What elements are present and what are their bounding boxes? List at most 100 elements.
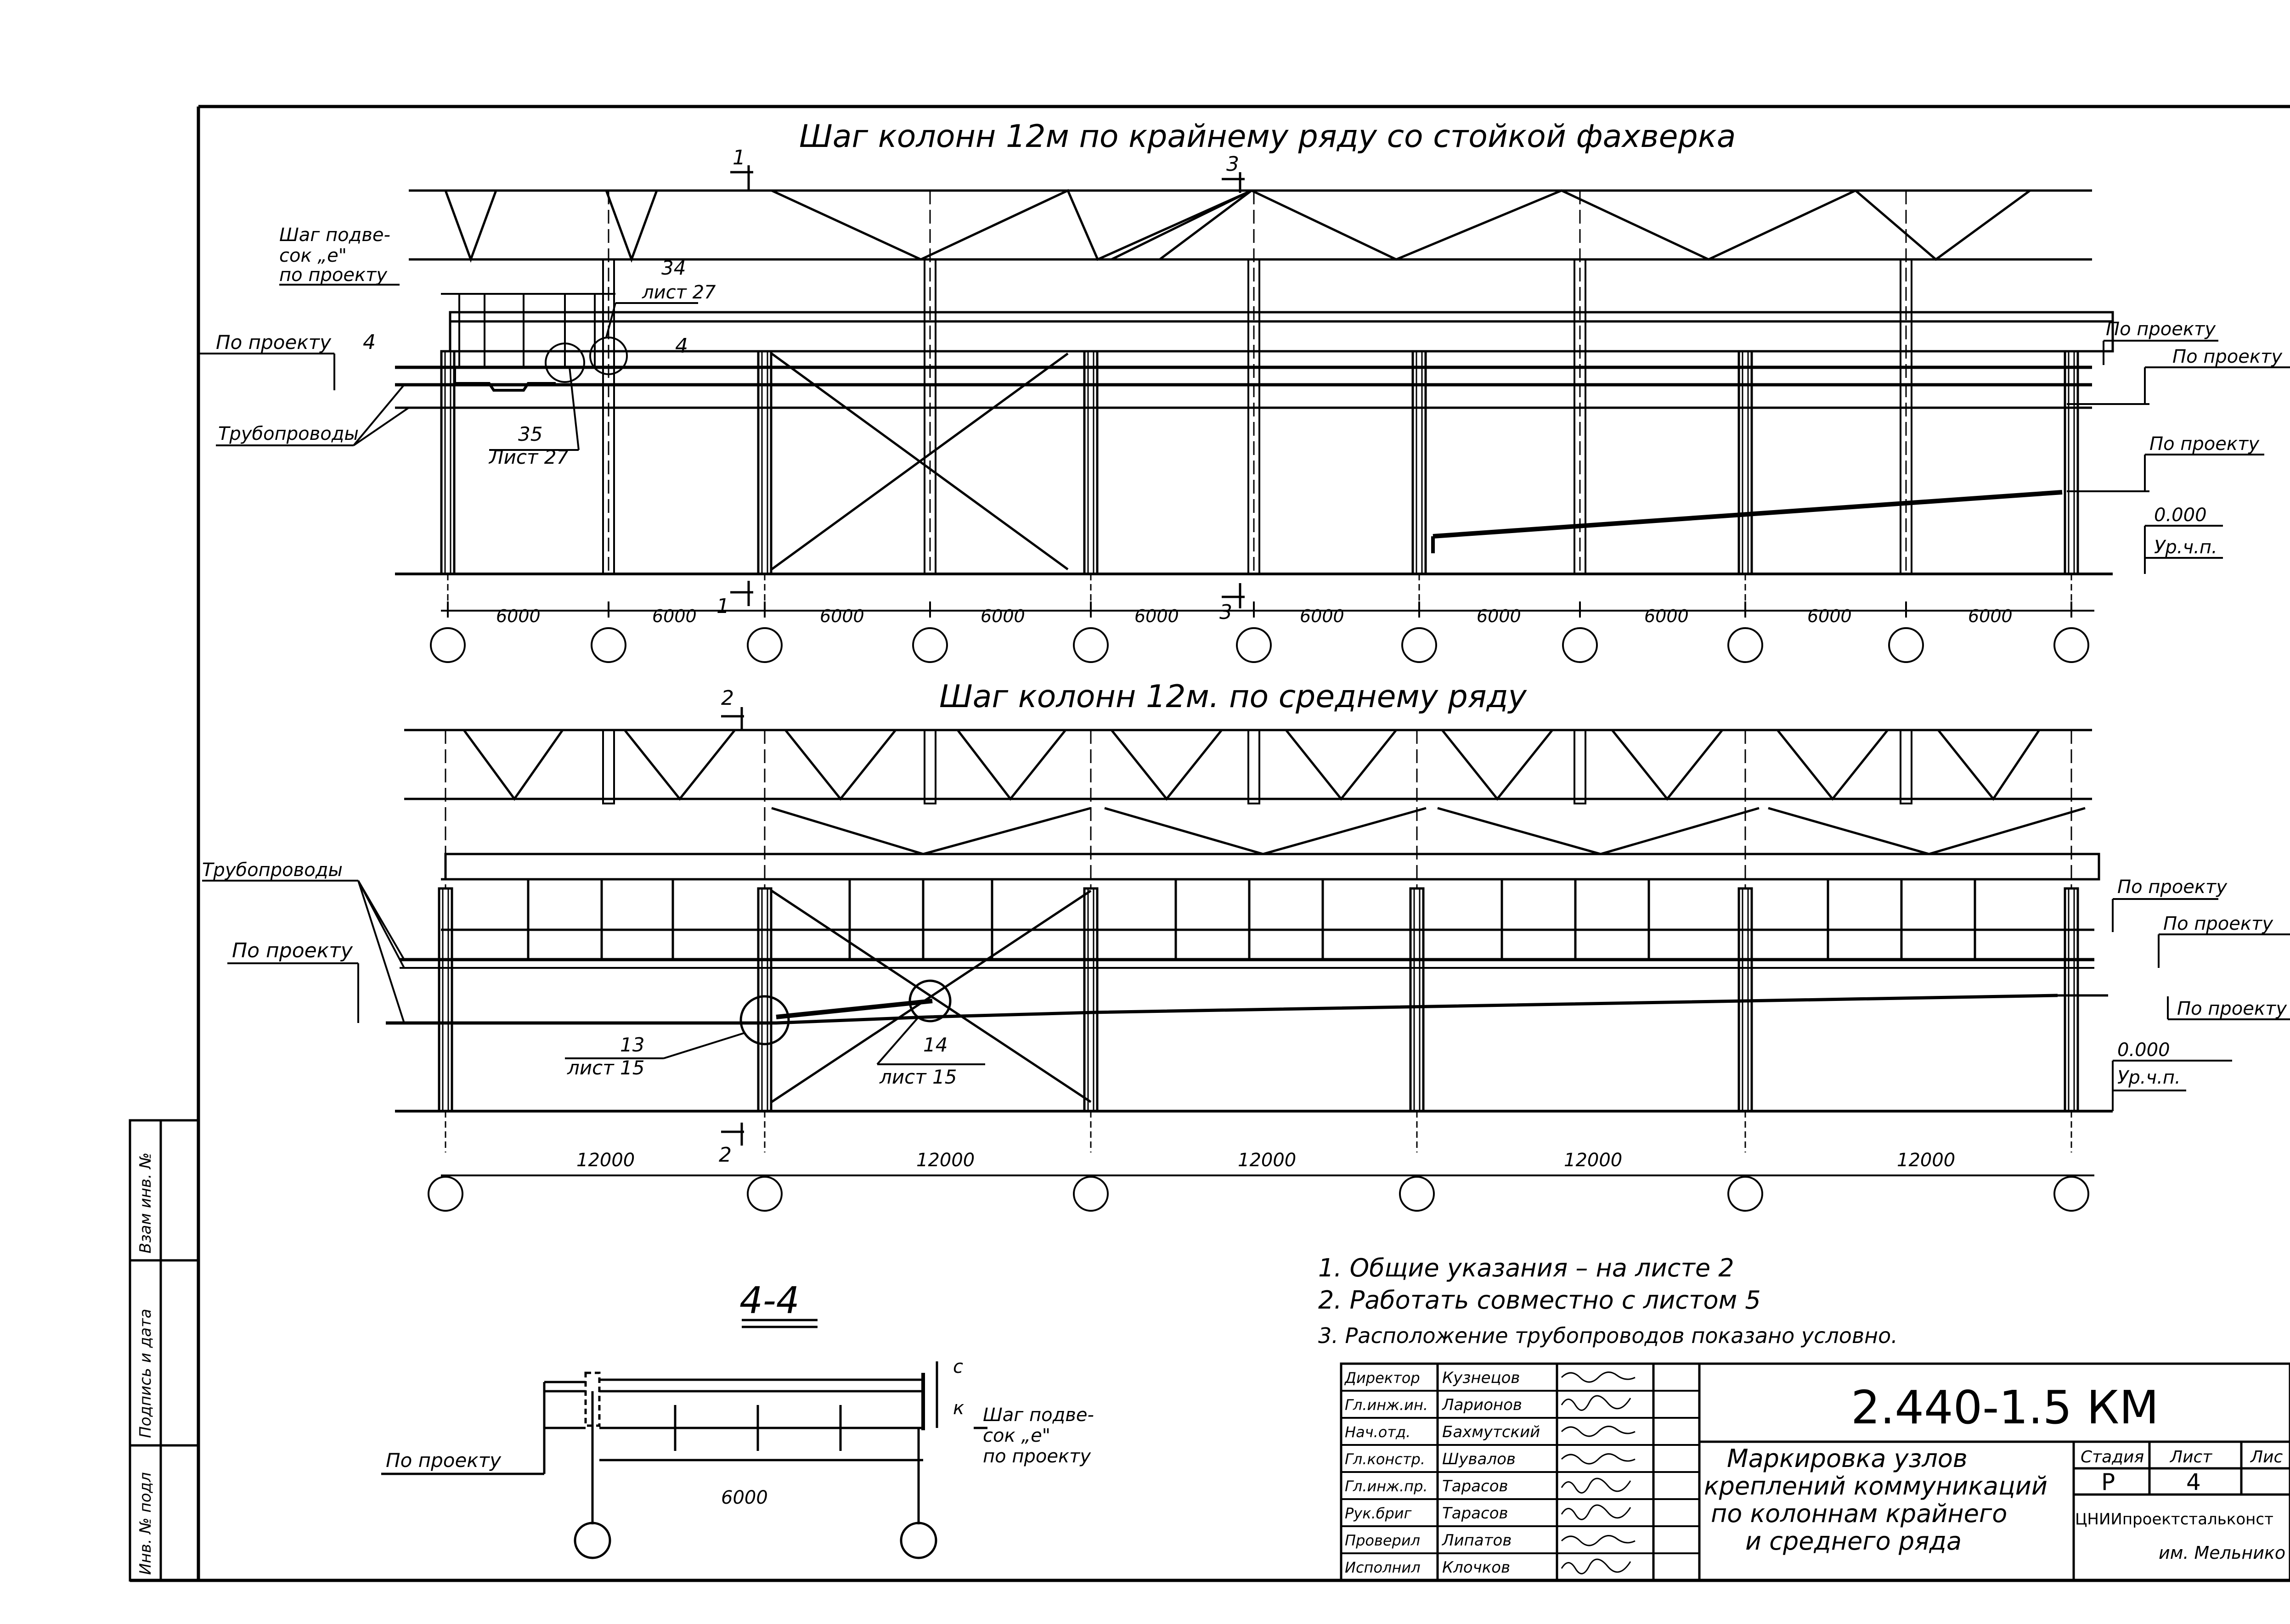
- middle-axes: [428, 1176, 2089, 1212]
- level-mid-1: По проекту: [2117, 877, 2228, 898]
- axis-circle-middle-1: [747, 1176, 783, 1212]
- node-34-number: 34: [661, 257, 686, 279]
- top-dim-9: 6000: [1807, 606, 1852, 626]
- sheet-title-1: Маркировка узлов: [1727, 1444, 1968, 1473]
- level-mid-2: По проекту: [2163, 913, 2273, 934]
- section-title: 4-4: [739, 1279, 800, 1322]
- roles-4: Гл.инж.пр.: [1345, 1478, 1428, 1495]
- hanger-post-middle-3: [1574, 729, 1586, 804]
- sheet-label: Лист: [2169, 1448, 2212, 1467]
- top-dim-3: 6000: [820, 606, 864, 626]
- column-middle-3: [1409, 887, 1425, 1152]
- org-line-1: ЦНИИпроектстальконст: [2075, 1510, 2273, 1528]
- axis-circle-top-5: [1236, 627, 1272, 663]
- column-top-3: [924, 191, 936, 575]
- by-project-left-middle: По проекту: [232, 939, 353, 962]
- level-mid-floor: Ур.ч.п.: [2117, 1067, 2181, 1088]
- level-top-3: По проекту: [2149, 433, 2260, 455]
- axis-circle-middle-5: [2053, 1176, 2089, 1212]
- roles-3: Гл.констр.: [1345, 1450, 1425, 1468]
- roles-0: Директор: [1344, 1369, 1420, 1387]
- axis-circle-top-1: [591, 627, 626, 663]
- section-mark-2-top: 2: [721, 686, 734, 710]
- stage-label: Стадия: [2081, 1448, 2144, 1467]
- section-mark-1-bottom: 1: [716, 595, 729, 618]
- axis-circle-middle-3: [1399, 1176, 1435, 1212]
- signatures: [1561, 1371, 1636, 1574]
- axis-circle-top-4: [1073, 627, 1109, 663]
- node-13-number: 13: [620, 1034, 644, 1056]
- top-dim-6: 6000: [1300, 606, 1344, 626]
- column-top-1: [602, 191, 615, 575]
- hanger-step-line3: по проекту: [279, 264, 388, 286]
- top-dim-10: 6000: [1968, 606, 2013, 626]
- stamp-signature-label: Подпись и дата: [136, 1309, 155, 1438]
- axis-circle-middle-2: [1073, 1176, 1109, 1212]
- column-top-7: [1574, 191, 1586, 575]
- section-mark-3-top: 3: [1226, 152, 1239, 176]
- roles-5: Рук.бриг: [1345, 1505, 1412, 1522]
- sheet-title-4: и среднего ряда: [1745, 1527, 1962, 1556]
- section-dim-6000: 6000: [721, 1487, 768, 1508]
- middle-elevation: Шаг колонн 12м. по среднему ряду: [202, 679, 2290, 1212]
- column-top-8: [1737, 350, 1753, 615]
- note-2: 2. Работать совместно с листом 5: [1318, 1286, 1761, 1315]
- names-6: Липатов: [1441, 1531, 1512, 1550]
- node-14-number: 14: [923, 1034, 948, 1056]
- top-section-marks: 1 1 3 3: [716, 146, 1245, 624]
- level-mid-3: По проекту: [2177, 998, 2287, 1019]
- mid-dim-1: 12000: [576, 1150, 635, 1171]
- level-top-1: По проекту: [2106, 319, 2216, 340]
- axis-circle-middle-0: [428, 1176, 463, 1212]
- mark-4-left: 4: [363, 331, 376, 354]
- axis-circle-top-0: [430, 627, 466, 663]
- top-elevation: Шаг колонн 12м по крайнему ряду со стойк…: [197, 118, 2290, 663]
- names-1: Ларионов: [1441, 1396, 1522, 1414]
- level-top-2: По проекту: [2172, 346, 2283, 367]
- column-middle-1: [757, 887, 773, 1152]
- top-dim-4: 6000: [981, 606, 1025, 626]
- section-hanger-1: Шаг подве-: [983, 1405, 1094, 1426]
- names-2: Бахмутский: [1442, 1423, 1540, 1441]
- top-dim-8: 6000: [1644, 606, 1689, 626]
- sheet-value: 4: [2186, 1469, 2201, 1495]
- hanger-post-middle-4: [1900, 729, 1912, 804]
- axis-circle-top-9: [1888, 627, 1924, 663]
- heading-top: Шаг колонн 12м по крайнему ряду со стойк…: [799, 118, 1736, 155]
- hanger-post-middle-1: [924, 729, 936, 804]
- roles-2: Нач.отд.: [1345, 1423, 1410, 1441]
- column-top-6: [1411, 350, 1427, 615]
- heading-middle: Шаг колонн 12м. по среднему ряду: [939, 679, 1527, 715]
- names-5: Тарасов: [1442, 1504, 1508, 1523]
- level-top-zero: 0.000: [2154, 505, 2207, 526]
- sheets-label: Лис: [2250, 1448, 2283, 1467]
- top-dim-1: 6000: [496, 606, 541, 626]
- drawing-code: 2.440-1.5 КМ: [1851, 1381, 2159, 1434]
- stamp-replace-label: Взам инв. №: [136, 1152, 155, 1253]
- hanger-step-line2: сок „е": [279, 245, 347, 266]
- mid-dim-3: 12000: [1238, 1150, 1296, 1171]
- node-35-number: 35: [518, 423, 542, 445]
- axis-circle-top-6: [1401, 627, 1437, 663]
- names-0: Кузнецов: [1442, 1369, 1520, 1387]
- column-top-2: [757, 350, 773, 615]
- org-line-2: им. Мельнико: [2159, 1543, 2285, 1563]
- sheet-title-3: по колоннам крайнего: [1711, 1499, 2007, 1528]
- roles-7: Исполнил: [1345, 1559, 1421, 1576]
- names-4: Тарасов: [1442, 1477, 1508, 1495]
- middle-section-marks: 2 2: [719, 686, 744, 1167]
- column-top-10: [2064, 350, 2079, 615]
- pipelines-label-top: Трубопроводы: [218, 423, 359, 444]
- names-3: Шувалов: [1442, 1450, 1516, 1468]
- section-hanger-2: сок „е": [983, 1425, 1050, 1446]
- stamp-inv-label: Инв. № подл: [136, 1472, 155, 1575]
- section-mark-2-bottom: 2: [719, 1143, 732, 1167]
- top-left-callouts: Шаг подве- сок „е" по проекту По проекту…: [197, 225, 716, 468]
- column-top-5: [1247, 191, 1260, 575]
- top-dim-5: 6000: [1134, 606, 1179, 626]
- names-7: Клочков: [1442, 1558, 1510, 1577]
- roles-1: Гл.инж.ин.: [1345, 1396, 1428, 1414]
- section-by-project: По проекту: [386, 1449, 502, 1472]
- top-right-levels: По проекту По проекту По проекту 0.000 У…: [2067, 319, 2290, 574]
